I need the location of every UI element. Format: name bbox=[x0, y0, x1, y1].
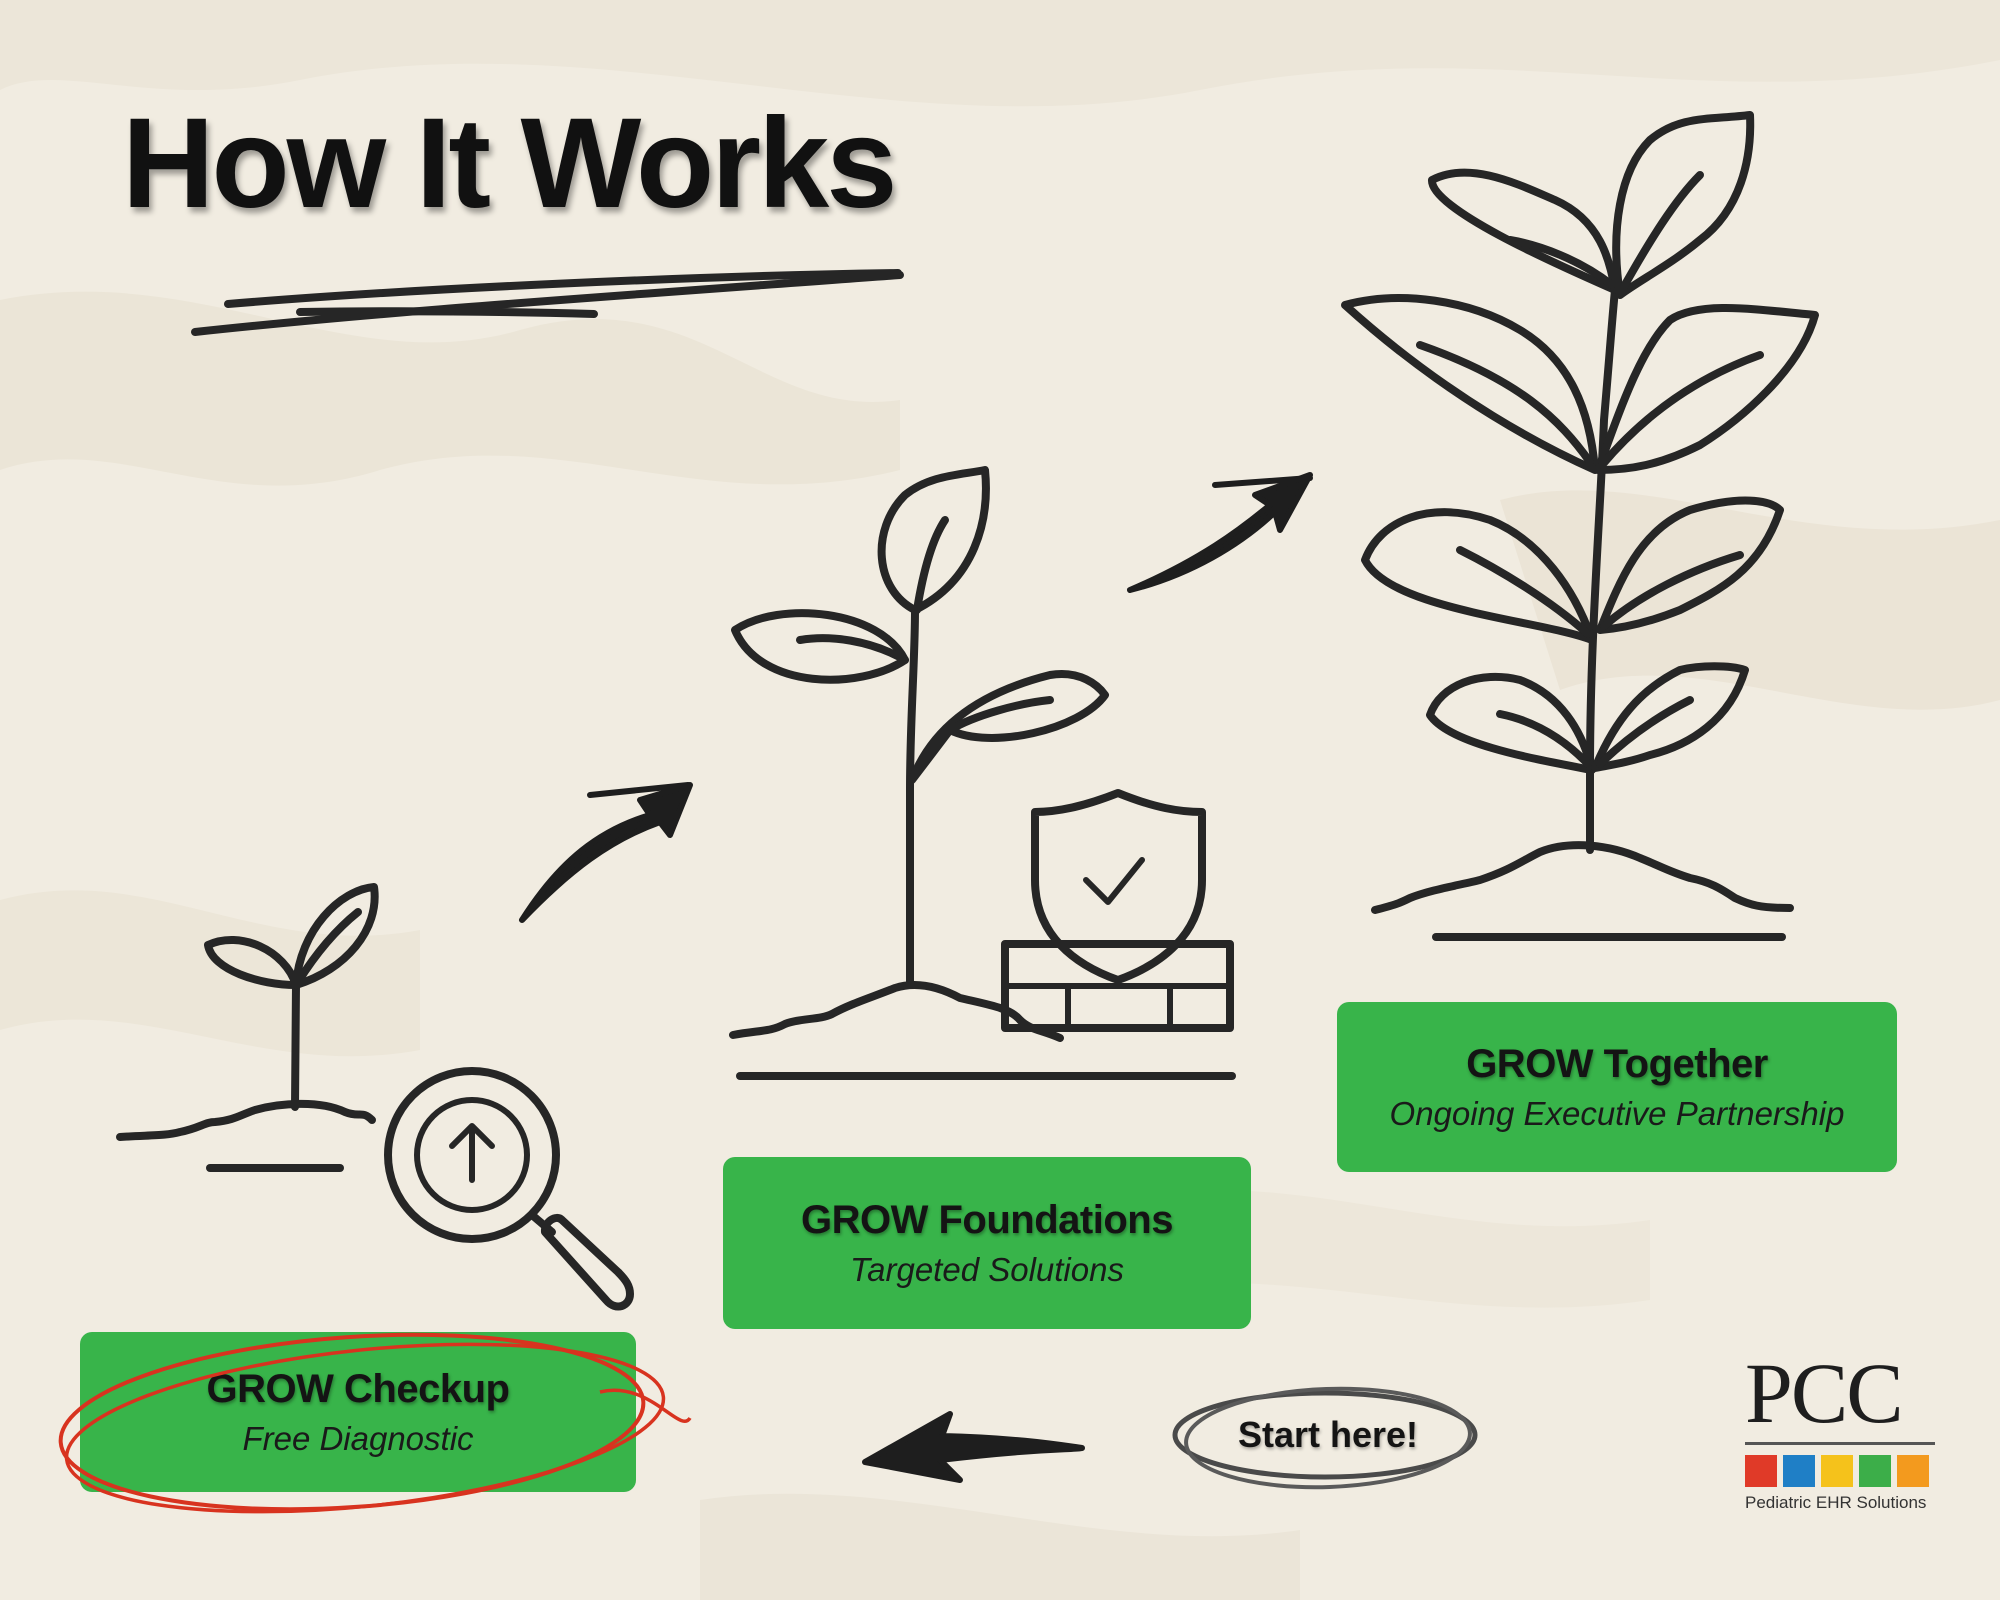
logo: PCC Pediatric EHR Solutions bbox=[1745, 1350, 1935, 1513]
start-oval bbox=[1172, 1386, 1478, 1490]
step-subtitle: Ongoing Executive Partnership bbox=[1389, 1094, 1845, 1132]
logo-square bbox=[1745, 1455, 1777, 1487]
title-underline bbox=[191, 269, 904, 336]
step-name: GROW Foundations bbox=[801, 1197, 1173, 1242]
curved-arrow-icon bbox=[862, 1411, 1085, 1483]
step-subtitle: Targeted Solutions bbox=[850, 1250, 1124, 1288]
curved-arrow-icon bbox=[519, 782, 693, 923]
logo-square bbox=[1821, 1455, 1853, 1487]
step-card-together: GROW Together Ongoing Executive Partners… bbox=[1337, 1002, 1897, 1172]
logo-rule bbox=[1745, 1442, 1935, 1445]
plant-large bbox=[1341, 111, 1819, 941]
shield-check-icon bbox=[1031, 789, 1206, 984]
step-name: GROW Checkup bbox=[206, 1366, 510, 1411]
logo-square bbox=[1783, 1455, 1815, 1487]
step-name: GROW Together bbox=[1466, 1041, 1768, 1086]
step-subtitle: Free Diagnostic bbox=[242, 1419, 474, 1457]
sprout-small bbox=[116, 883, 379, 1172]
logo-square bbox=[1897, 1455, 1929, 1487]
logo-square bbox=[1859, 1455, 1891, 1487]
logo-tagline: Pediatric EHR Solutions bbox=[1745, 1493, 1927, 1512]
logo-color-squares bbox=[1745, 1455, 1935, 1487]
plant-medium bbox=[729, 466, 1236, 1080]
page-title: How It Works bbox=[122, 92, 897, 235]
curved-arrow-icon bbox=[1127, 472, 1313, 593]
step-card-foundations: GROW Foundations Targeted Solutions bbox=[723, 1157, 1251, 1329]
step-card-checkup: GROW Checkup Free Diagnostic bbox=[80, 1332, 636, 1492]
brick-wall-icon bbox=[1001, 940, 1234, 1032]
magnifier-arrow-up-icon bbox=[384, 1067, 634, 1311]
start-here-label: Start here! bbox=[1237, 1414, 1419, 1455]
logo-letters: PCC bbox=[1745, 1345, 1904, 1441]
